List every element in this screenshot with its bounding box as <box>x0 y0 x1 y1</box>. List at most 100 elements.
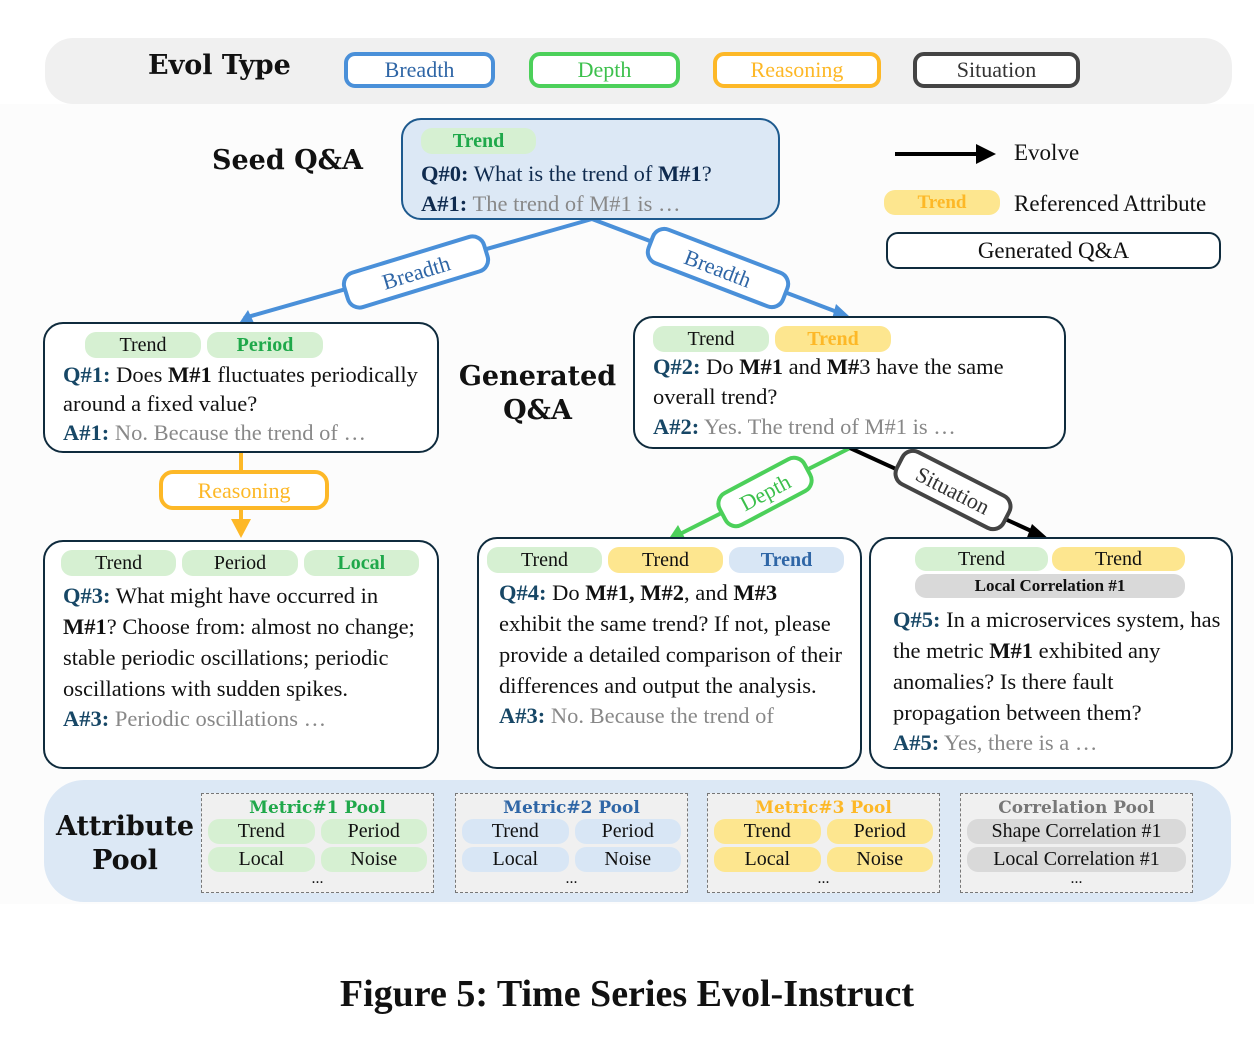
metric3-pool-title: Metric#3 Pool <box>755 798 892 818</box>
metric2-pool: Metric#2 Pool Trend Period Local Noise .… <box>455 793 688 893</box>
qa3-a-label: A#3: <box>63 706 110 731</box>
qa4-q-pre: Do <box>552 580 586 605</box>
qa1-q-label: Q#1: <box>63 362 111 387</box>
seed-q-text: What is the trend of <box>473 161 659 186</box>
qa5-tag-local-correlation: Local Correlation #1 <box>915 574 1185 598</box>
evol-type-depth: Depth <box>529 52 680 88</box>
qa4-q-mid: , and <box>683 580 734 605</box>
seed-tag-trend: Trend <box>421 128 536 154</box>
edge-label-situation: Situation <box>893 448 1013 532</box>
qa2-answer: A#2: Yes. The trend of M#1 is … <box>653 412 1046 442</box>
qa5-question: Q#5: In a microservices system, has the … <box>893 604 1221 728</box>
seed-q-label: Q#0: <box>421 161 469 186</box>
metric3-pool-more: ... <box>817 870 830 887</box>
metric3-pool-item: Trend <box>714 819 821 844</box>
qa1-a-label: A#1: <box>63 420 110 445</box>
qa2-q-label: Q#2: <box>653 354 701 379</box>
attribute-pool-label-line1: Attribute <box>55 811 195 842</box>
qa2-tag-trend-metric1: Trend <box>653 326 769 352</box>
metric2-pool-item: Noise <box>574 847 681 872</box>
edge-depth-arrowhead <box>668 525 686 540</box>
metric3-pool-item: Noise <box>826 847 933 872</box>
metric1-pool-item: Trend <box>208 819 315 844</box>
qa1-q-metric: M#1 <box>168 362 212 387</box>
qa3-tag-period: Period <box>182 550 298 576</box>
qa4-tag-trend-metric1: Trend <box>487 547 602 573</box>
qa3-q-label: Q#3: <box>63 583 111 608</box>
qa4-q-metrics12: M#1, M#2 <box>585 580 684 605</box>
qa5-a-text: Yes, there is a … <box>944 730 1098 755</box>
edge-breadth-left-arrowhead <box>240 310 254 323</box>
seed-q-end: ? <box>701 161 712 186</box>
seed-a-text: The trend of M#1 is … <box>472 191 681 216</box>
edge-reasoning-arrowhead <box>231 519 251 538</box>
qa4-q-metric3: M#3 <box>733 580 778 605</box>
qa4-tag-trend-metric3: Trend <box>608 547 723 573</box>
metric3-pool-item: Period <box>826 819 933 844</box>
edge-label-depth: Depth <box>716 455 814 529</box>
metric2-pool-item: Local <box>462 847 569 872</box>
figure-caption: Figure 5: Time Series Evol-Instruct <box>339 973 915 1015</box>
qa5-q-pre: In a microservices system, has the metri… <box>893 607 1221 663</box>
qa2-q-pre: Do <box>706 354 740 379</box>
qa2-a-label: A#2: <box>653 414 700 439</box>
qa1-q-pre: Does <box>116 362 168 387</box>
qa4-tag-trend-metric2: Trend <box>729 547 844 573</box>
qa3-q-post: ? Choose from: almost no change; stable … <box>63 614 415 701</box>
qa2-q-post: 3 have the same overall trend? <box>653 354 1004 409</box>
qa5-q-label: Q#5: <box>893 607 941 632</box>
qa1-answer: A#1: No. Because the trend of … <box>63 418 419 448</box>
edge-breadth-right-arrowhead <box>832 304 850 319</box>
qa2-q-mid: and <box>783 354 827 379</box>
seed-q-metric: M#1 <box>658 161 702 186</box>
metric2-pool-more: ... <box>565 870 578 887</box>
seed-question: Q#0: What is the trend of M#1? <box>421 158 760 189</box>
evol-type-breadth: Breadth <box>344 52 495 88</box>
attribute-pool-label: Attribute Pool <box>55 810 195 878</box>
qa4-q-post: exhibit the same trend? If not, please p… <box>499 611 843 698</box>
metric2-pool-title: Metric#2 Pool <box>503 798 640 818</box>
metric1-pool: Metric#1 Pool Trend Period Local Noise .… <box>201 793 434 893</box>
metric1-pool-item: Noise <box>320 847 427 872</box>
qa2-box: Trend Trend Q#2: Do M#1 and M#3 have the… <box>633 316 1066 449</box>
qa5-q-metric: M#1 <box>989 638 1033 663</box>
qa1-tag-trend: Trend <box>85 332 201 358</box>
qa5-tag-trend-metric3: Trend <box>1052 547 1185 571</box>
correlation-pool: Correlation Pool Shape Correlation #1 Lo… <box>960 793 1193 893</box>
qa4-answer: A#3: No. Because the trend of <box>499 701 844 731</box>
attribute-pool-label-line2: Pool <box>92 845 158 876</box>
edge-situation-arrowhead <box>1026 524 1050 540</box>
qa4-a-text: No. Because the trend of <box>550 703 774 728</box>
qa1-q-post: fluctuates periodically around a fixed v… <box>63 362 418 416</box>
qa3-q-pre: What might have occurred in <box>115 583 379 608</box>
qa4-q-label: Q#4: <box>499 580 547 605</box>
correlation-pool-item: Local Correlation #1 <box>967 847 1186 872</box>
qa4-question: Q#4: Do M#1, M#2, and M#3 exhibit the sa… <box>499 577 844 701</box>
seed-a-label: A#1: <box>421 191 468 216</box>
correlation-pool-more: ... <box>1070 870 1083 887</box>
legend-referenced-tag: Trend <box>884 190 1000 215</box>
correlation-pool-title: Correlation Pool <box>998 798 1155 818</box>
metric2-pool-item: Trend <box>462 819 569 844</box>
qa4-box: Trend Trend Trend Q#4: Do M#1, M#2, and … <box>477 537 862 769</box>
seed-qa-label: Seed Q&A <box>212 145 363 176</box>
legend-evolve-label: Evolve <box>1014 140 1080 165</box>
metric2-pool-item: Period <box>574 819 681 844</box>
qa4-a-label: A#3: <box>499 703 546 728</box>
qa5-box: Trend Trend Local Correlation #1 Q#5: In… <box>869 537 1233 769</box>
qa3-tag-local: Local <box>303 550 419 576</box>
svg-text:Reasoning: Reasoning <box>198 478 291 503</box>
qa3-a-text: Periodic oscillations … <box>114 706 327 731</box>
qa3-answer: A#3: Periodic oscillations … <box>63 704 419 734</box>
edge-label-reasoning: Reasoning <box>159 470 329 510</box>
qa5-answer: A#5: Yes, there is a … <box>893 728 1221 758</box>
qa5-q-post: exhibited any anomalies? Is there fault … <box>893 638 1161 725</box>
qa1-tag-period: Period <box>207 332 323 358</box>
metric1-pool-item: Local <box>208 847 315 872</box>
legend-referenced-label: Referenced Attribute <box>1014 191 1207 216</box>
qa3-tag-trend: Trend <box>61 550 177 576</box>
evol-type-situation: Situation <box>913 52 1080 88</box>
qa3-box: Trend Period Local Q#3: What might have … <box>43 540 439 769</box>
metric1-pool-item: Period <box>320 819 427 844</box>
